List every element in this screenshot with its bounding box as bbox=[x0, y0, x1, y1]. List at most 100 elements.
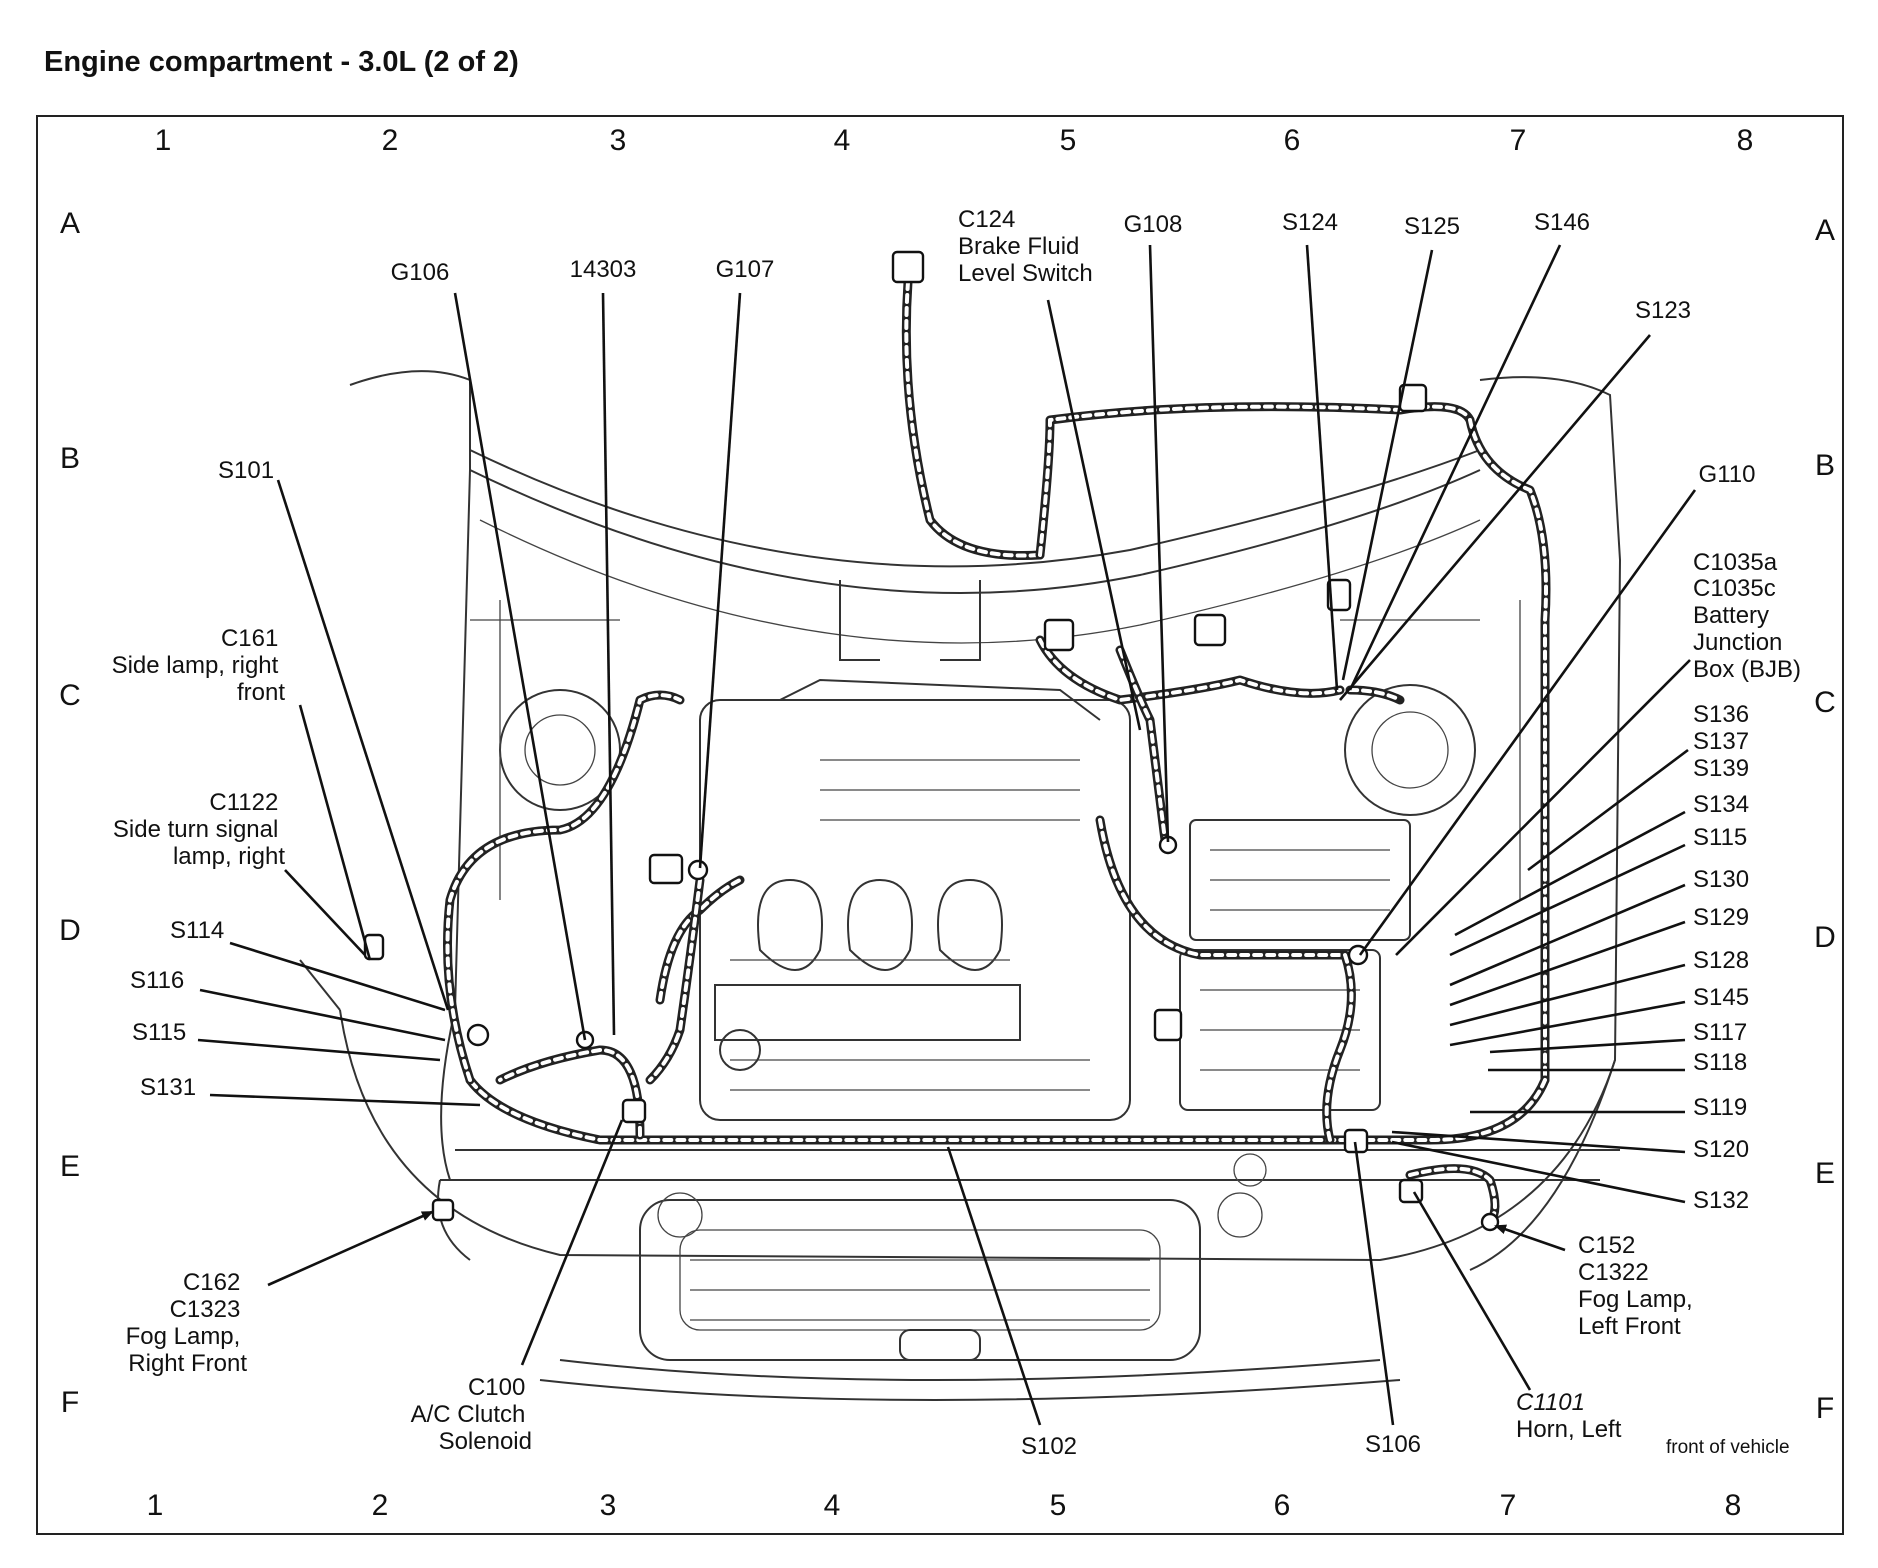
harness-segment-core bbox=[1348, 688, 1402, 702]
c1122-connector bbox=[363, 933, 385, 961]
leader-s123 bbox=[1339, 334, 1651, 701]
label-s136: S136 S137 S139 bbox=[1693, 701, 1756, 782]
label-s129: S129 bbox=[1693, 904, 1749, 931]
label-s128: S128 bbox=[1693, 947, 1749, 974]
connector-icon bbox=[1193, 613, 1227, 647]
leader-s116 bbox=[199, 988, 446, 1042]
grid-row-left-A: A bbox=[60, 207, 80, 240]
wiring-harness bbox=[443, 277, 1551, 1227]
c124-connector bbox=[891, 250, 925, 284]
label-s118: S118 bbox=[1693, 1049, 1747, 1076]
harness-segment-core bbox=[648, 878, 702, 1082]
leader-c162 bbox=[267, 1210, 434, 1287]
connector-icon bbox=[466, 1023, 490, 1047]
grid-column-top-2: 2 bbox=[382, 124, 399, 157]
leader-s125 bbox=[1341, 249, 1434, 681]
leader-s102 bbox=[946, 1146, 1042, 1426]
grid-row-right-E: E bbox=[1815, 1157, 1835, 1190]
label-s114: S114 bbox=[170, 917, 224, 944]
label-g110: G110 bbox=[1699, 461, 1756, 488]
label-c100: C100 A/C Clutch Solenoid bbox=[411, 1374, 532, 1455]
grid-column-bottom-8: 8 bbox=[1725, 1489, 1742, 1522]
leader-s120 bbox=[1391, 1130, 1686, 1154]
label-s119: S119 bbox=[1693, 1094, 1747, 1121]
label-s124: S124 bbox=[1282, 209, 1338, 236]
leader-c152 bbox=[1494, 1224, 1566, 1252]
c152-connector bbox=[1480, 1212, 1500, 1232]
leader-s106 bbox=[1353, 1141, 1395, 1426]
harness-segment-core bbox=[498, 1048, 642, 1137]
leader-s101 bbox=[276, 479, 450, 1011]
grid-row-right-A: A bbox=[1815, 214, 1835, 247]
harness-segment bbox=[1095, 815, 1350, 960]
harness-segment-core bbox=[1324, 953, 1354, 1142]
leader-c161 bbox=[298, 704, 372, 961]
grid-row-left-B: B bbox=[60, 442, 80, 475]
label-s123: S123 bbox=[1635, 297, 1691, 324]
grid-row-right-D: D bbox=[1814, 921, 1836, 954]
label-s134: S134 bbox=[1693, 791, 1749, 818]
grid-column-bottom-1: 1 bbox=[147, 1489, 164, 1522]
label-c124: C124 Brake Fluid Level Switch bbox=[958, 206, 1093, 287]
leader-c1122 bbox=[284, 869, 366, 956]
c100-connector bbox=[621, 1098, 647, 1124]
grid-row-left-D: D bbox=[59, 914, 81, 947]
grid-column-top-5: 5 bbox=[1060, 124, 1077, 157]
label-s130: S130 bbox=[1693, 866, 1749, 893]
grid-column-bottom-3: 3 bbox=[600, 1489, 617, 1522]
connector-icon bbox=[1326, 578, 1352, 612]
harness-segment-core bbox=[1118, 648, 1167, 842]
label-s146: S146 bbox=[1534, 209, 1590, 236]
connector-icon bbox=[1043, 618, 1075, 652]
grid-right: A B C D E F bbox=[1814, 214, 1836, 1425]
harness-segment-core bbox=[1408, 1166, 1497, 1224]
harness-segment-core bbox=[1038, 638, 1342, 702]
label-c162: C162 C1323 Fog Lamp, Right Front bbox=[126, 1269, 248, 1377]
label-bjb: C1035a C1035c Battery Junction Box (BJB) bbox=[1693, 549, 1801, 683]
connector-icon bbox=[1398, 383, 1428, 413]
connectors bbox=[363, 250, 1500, 1232]
vehicle-illustration bbox=[299, 370, 1622, 1401]
grid-row-right-B: B bbox=[1815, 449, 1835, 482]
harness-segment-core bbox=[1038, 404, 1472, 557]
grid-row-left-C: C bbox=[59, 679, 81, 712]
harness-segment bbox=[443, 690, 685, 1085]
grid-column-top-4: 4 bbox=[834, 124, 851, 157]
label-g107: G107 bbox=[716, 256, 775, 283]
leader-s136 bbox=[1527, 748, 1689, 872]
label-s131: S131 bbox=[140, 1074, 196, 1101]
grid-column-top-1: 1 bbox=[155, 124, 172, 157]
grid-row-left-F: F bbox=[61, 1386, 79, 1419]
label-s145: S145 bbox=[1693, 984, 1749, 1011]
label-s116: S116 bbox=[130, 967, 184, 994]
leader-s115l bbox=[197, 1038, 441, 1062]
label-s101: S101 bbox=[218, 457, 274, 484]
grid-row-left-E: E bbox=[60, 1150, 80, 1183]
harness-segment-core bbox=[904, 280, 1042, 558]
label-c1122: C1122 Side turn signal lamp, right bbox=[113, 789, 285, 870]
grid-column-top-8: 8 bbox=[1737, 124, 1754, 157]
label-s115-left: S115 bbox=[132, 1019, 186, 1046]
leader-g107 bbox=[698, 292, 742, 869]
leader-s124 bbox=[1305, 244, 1339, 691]
harness-segment bbox=[495, 1045, 645, 1140]
grid-row-right-C: C bbox=[1814, 686, 1836, 719]
label-c152: C152 C1322 Fog Lamp, Left Front bbox=[1578, 1232, 1699, 1340]
leader-s145 bbox=[1449, 1000, 1686, 1047]
leader-s146 bbox=[1348, 244, 1562, 691]
label-s117: S117 bbox=[1693, 1019, 1747, 1046]
leader-s129 bbox=[1449, 920, 1686, 1007]
connector-icon bbox=[1153, 1008, 1183, 1042]
grid-column-top-7: 7 bbox=[1510, 124, 1527, 157]
callout-labels: G106 14303 G107 C124 Brake Fluid Level S… bbox=[112, 206, 1801, 1460]
grid-row-right-F: F bbox=[1816, 1392, 1834, 1425]
grid-column-bottom-4: 4 bbox=[824, 1489, 841, 1522]
grid-column-bottom-5: 5 bbox=[1050, 1489, 1067, 1522]
leader-c124 bbox=[1046, 299, 1142, 731]
grid-column-bottom-6: 6 bbox=[1274, 1489, 1291, 1522]
label-s106: S106 bbox=[1365, 1431, 1421, 1458]
leader-s117 bbox=[1489, 1038, 1686, 1054]
